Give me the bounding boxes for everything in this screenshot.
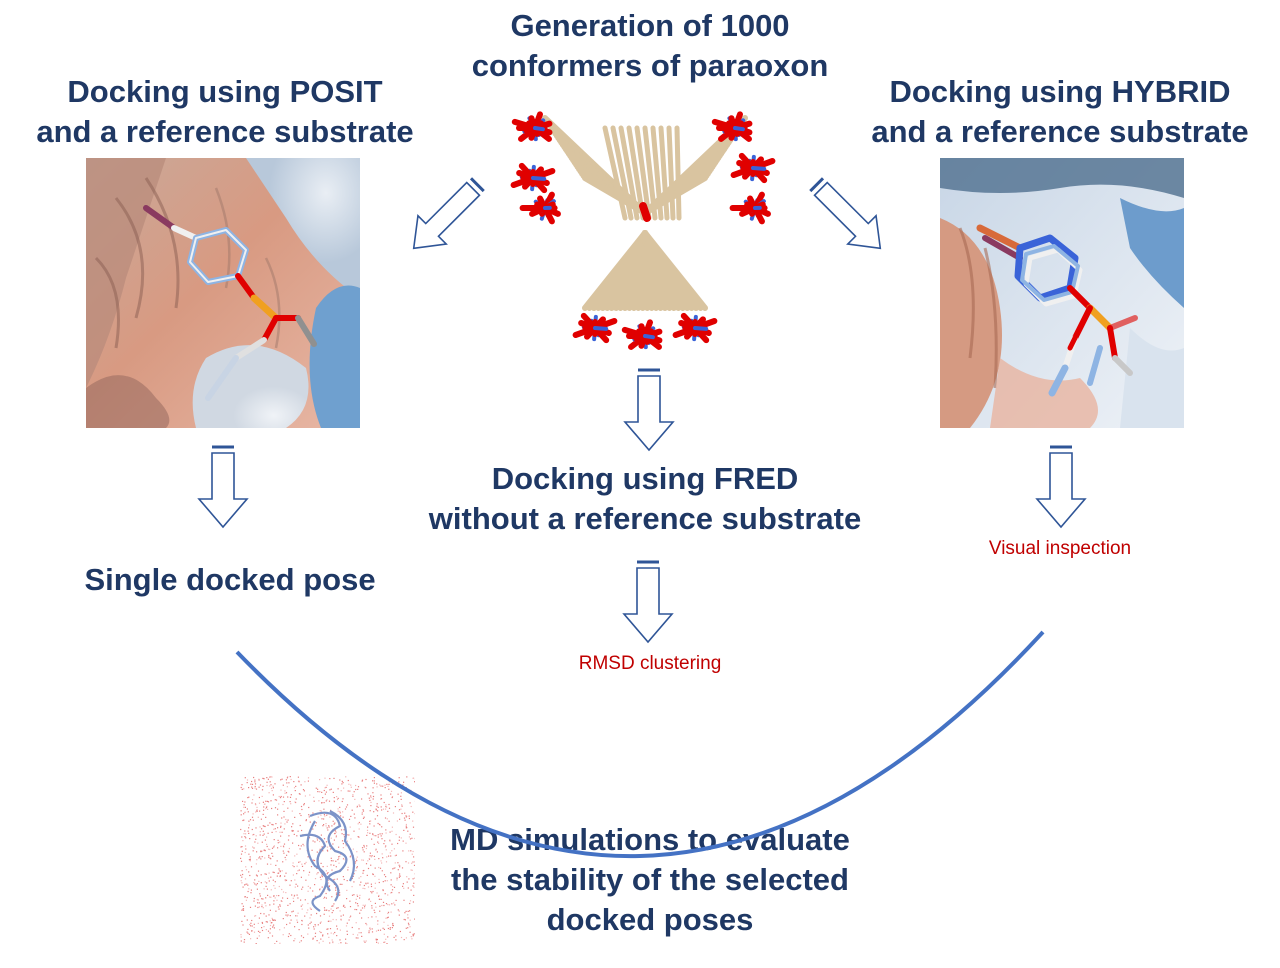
left-result-title: Single docked pose: [84, 562, 376, 597]
conformer-ensemble-image: [505, 88, 785, 373]
arrow-to-fred: [623, 368, 675, 452]
md-simulation-box-image: [240, 776, 415, 944]
arrow-to-visual-inspection: [1035, 445, 1087, 529]
rmsd-clustering-note: RMSD clustering: [578, 653, 722, 674]
arrow-to-single-pose: [197, 445, 249, 529]
center-branch-title: Docking using FRED without a reference s…: [428, 461, 862, 536]
visual-inspection-note: Visual inspection: [988, 538, 1132, 559]
left-branch-title: Docking using POSIT and a reference subs…: [36, 74, 414, 149]
top-title: Generation of 1000 conformers of paraoxo…: [471, 8, 829, 83]
posit-docking-image: [86, 158, 360, 428]
arrow-to-posit: [412, 177, 485, 250]
right-branch-title: Docking using HYBRID and a reference sub…: [871, 74, 1249, 149]
arrow-to-hybrid: [809, 177, 882, 250]
arrow-to-rmsd-clustering: [622, 560, 674, 644]
hybrid-docking-image: [940, 158, 1184, 428]
